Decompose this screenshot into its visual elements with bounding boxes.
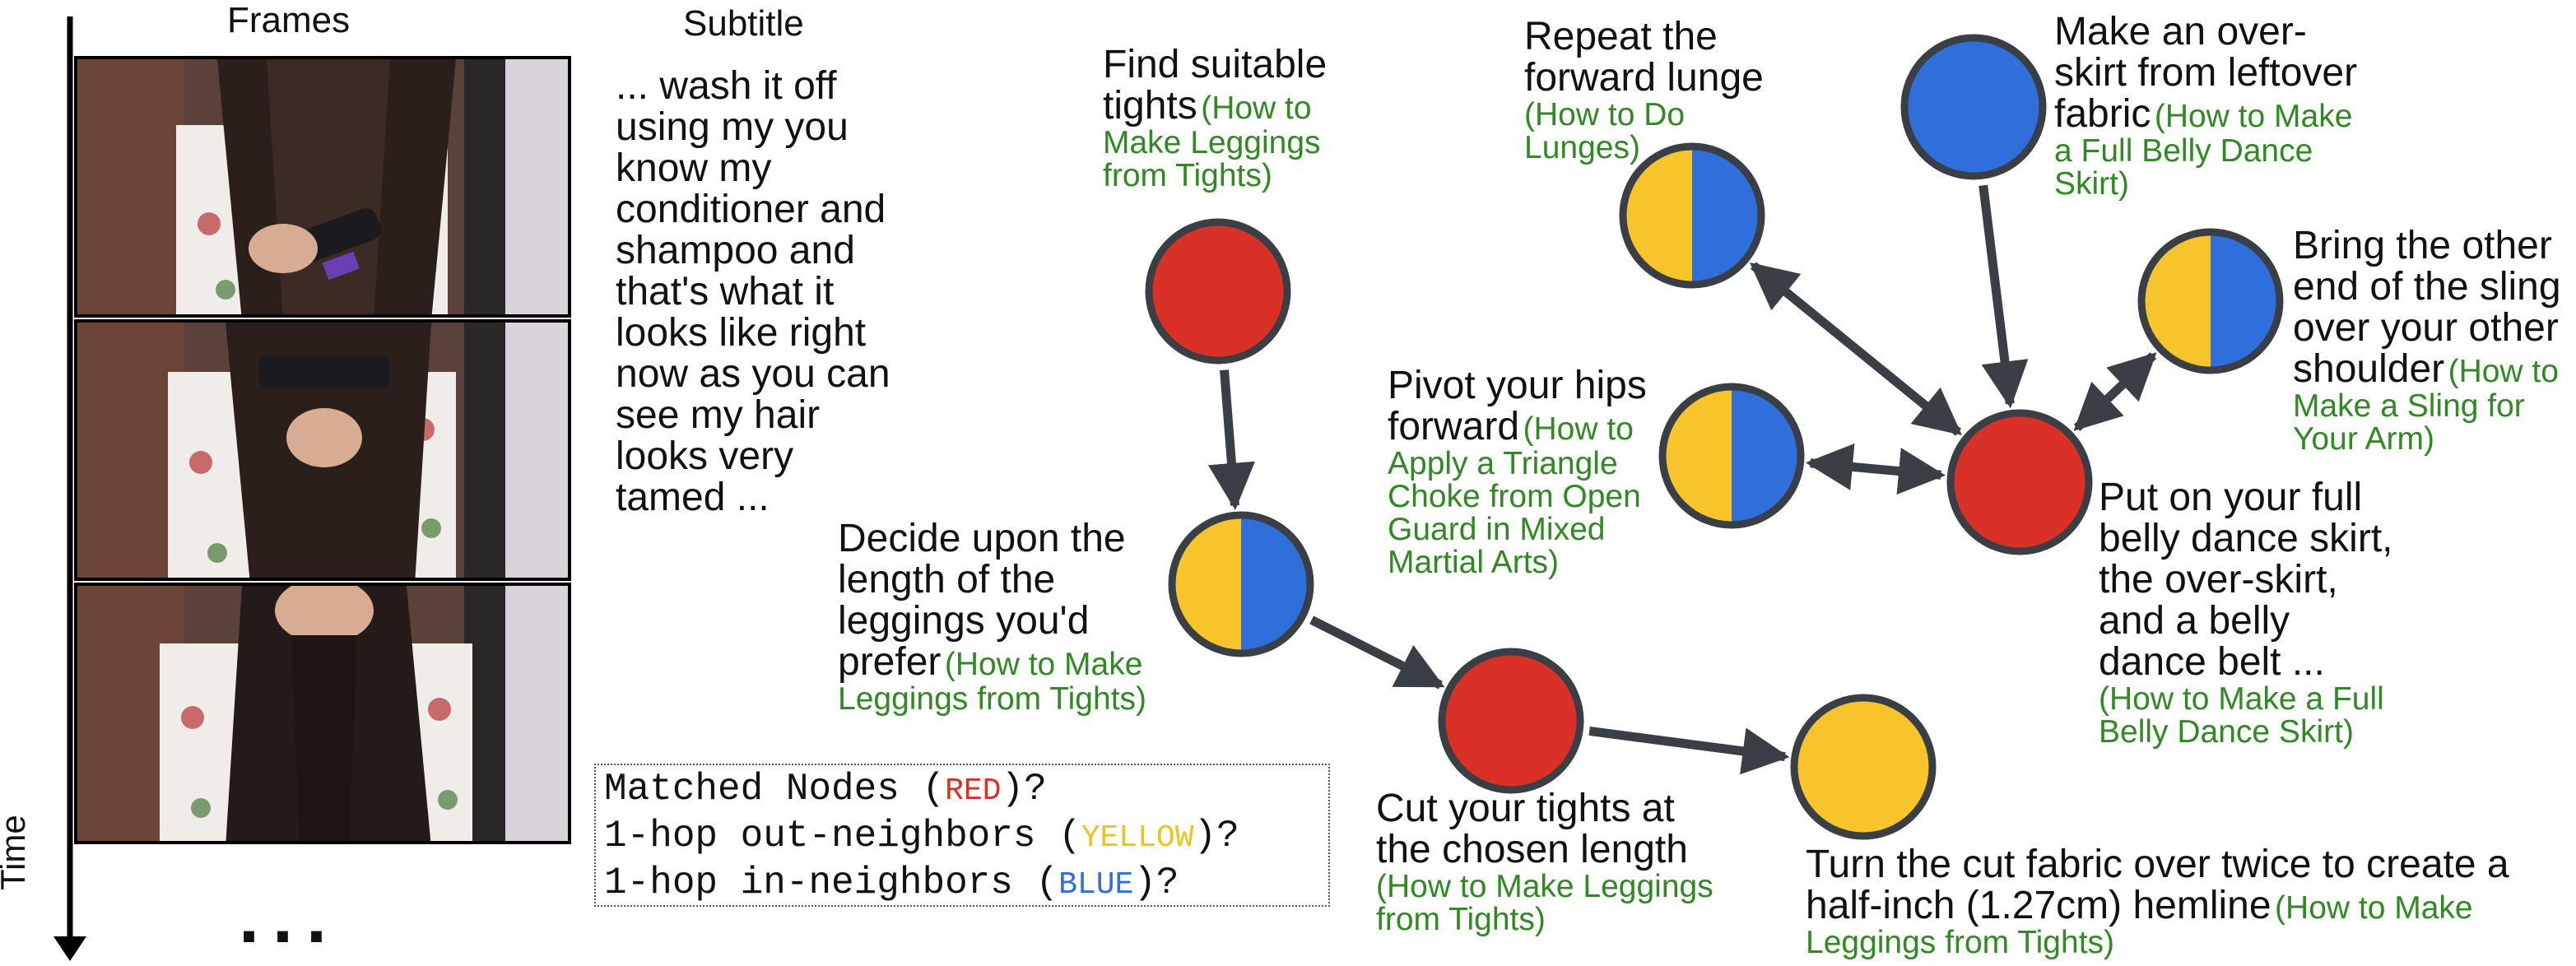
node-label-make-overskirt: Make an over-skirt from leftover fabric …: [2054, 10, 2358, 202]
more-frames-ellipsis: ...: [239, 876, 341, 959]
legend-red-word: RED: [945, 773, 1002, 809]
subtitle-header: Subtitle: [683, 3, 804, 44]
legend-box: Matched Nodes (RED)? 1-hop out-neighbors…: [594, 764, 1330, 907]
edge-find_tights-to-decide_length: [1207, 369, 1255, 510]
video-frame-1: [74, 56, 571, 318]
time-axis: [53, 16, 86, 961]
node-make-overskirt: [1900, 34, 2047, 180]
video-frame-3: [74, 583, 571, 844]
legend-blue-word: BLUE: [1058, 867, 1134, 903]
node-repeat-lunge: [1619, 142, 1765, 289]
edge-repeat_lunge-to-put_on_skirt: [1750, 262, 1962, 436]
node-pivot-hips: [1658, 383, 1805, 529]
edge-decide_length-to-cut_tights: [1309, 615, 1445, 690]
node-label-decide-length: Decide upon the length of the leggings y…: [838, 517, 1147, 717]
legend-line-out: 1-hop out-neighbors (YELLOW)?: [604, 815, 1239, 857]
node-label-repeat-lunge: Repeat the forward lunge (How to Do Lung…: [1524, 15, 1764, 165]
edge-make_overskirt-to-put_on_skirt: [1978, 184, 2029, 409]
edge-bring_sling-to-put_on_skirt: [2073, 352, 2157, 431]
node-cut-tights: [1438, 648, 1584, 794]
node-label-put-on-skirt: Put on your full belly dance skirt, the …: [2099, 476, 2393, 750]
node-label-bring-sling: Bring the other end of the sling over yo…: [2293, 224, 2561, 457]
edge-pivot_hips-to-put_on_skirt: [1805, 443, 1946, 495]
node-bring-sling: [2137, 228, 2284, 374]
node-label-turn-fabric: Turn the cut fabric over twice to create…: [1806, 843, 2509, 960]
node-label-pivot-hips: Pivot your hips forward (How to Apply a …: [1388, 364, 1647, 580]
legend-yellow-word: YELLOW: [1081, 820, 1194, 856]
node-decide-length: [1168, 511, 1314, 657]
node-turn-fabric: [1790, 694, 1937, 840]
subtitle-text: ... wash it off using my you know my con…: [616, 64, 890, 519]
edge-cut_tights-to-turn_fabric: [1588, 727, 1790, 775]
frames-header: Frames: [227, 0, 351, 40]
video-frame-2: [74, 319, 571, 581]
legend-line-in: 1-hop in-neighbors (BLUE)?: [604, 862, 1179, 904]
node-find-tights: [1145, 218, 1291, 365]
node-label-find-tights: Find suitable tights (How to Make Leggin…: [1103, 43, 1328, 193]
node-label-cut-tights: Cut your tights at the chosen length (Ho…: [1376, 787, 1713, 937]
node-put-on-skirt: [1946, 409, 2093, 555]
legend-line-matched: Matched Nodes (RED)?: [604, 768, 1047, 810]
